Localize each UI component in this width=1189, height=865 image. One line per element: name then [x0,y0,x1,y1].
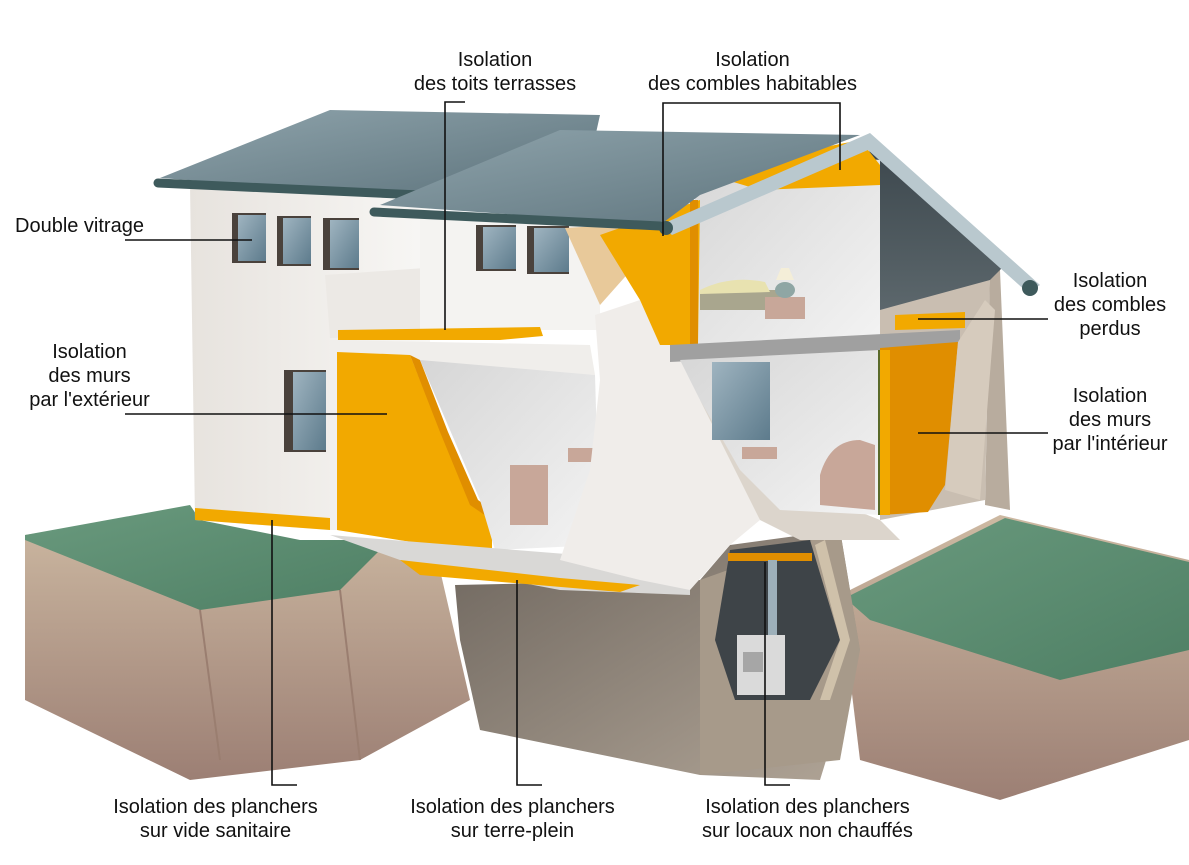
lower-window [284,370,326,452]
interior-wall-insulation [880,342,958,515]
label-double-vitrage: Double vitrage [15,215,144,237]
leader-toits-terrasses [444,101,465,330]
ground-right [840,515,1189,800]
leader-vide-sanitaire [271,520,297,786]
label-combles-habitables: Isolation des combles habitables [647,49,857,95]
middle-block [330,215,690,595]
label-toits-terrasses: Isolation des toits terrasses [413,49,577,95]
ground-left [25,505,470,780]
leader-locaux-non-chauffes [764,562,790,786]
leader-combles-habitables [662,102,841,236]
basement [455,530,860,780]
lost-attic-insulation [895,312,965,330]
leader-terre-plein [516,580,542,786]
label-planchers-vide-sanitaire: Isolation des planchers sur vide sanitai… [113,796,318,842]
label-combles-perdus: Isolation des combles perdus [1053,270,1167,340]
roofs [153,110,1040,296]
exterior-wall-insulation [337,352,492,555]
cellar-ceiling-insulation [728,553,812,561]
label-murs-exterieur: Isolation des murs par l'extérieur [29,341,150,411]
leader-lines [125,101,1048,786]
label-murs-interieur: Isolation des murs par l'intérieur [1052,385,1168,455]
label-planchers-locaux-non-chauffes: Isolation des planchers sur locaux non c… [702,796,913,842]
label-planchers-terre-plein: Isolation des planchers sur terre-plein [410,796,615,842]
ground-slab-insulation [400,560,640,592]
terrace-insulation [338,327,543,340]
upper-windows [232,213,359,270]
crawlspace-insulation [195,508,330,530]
